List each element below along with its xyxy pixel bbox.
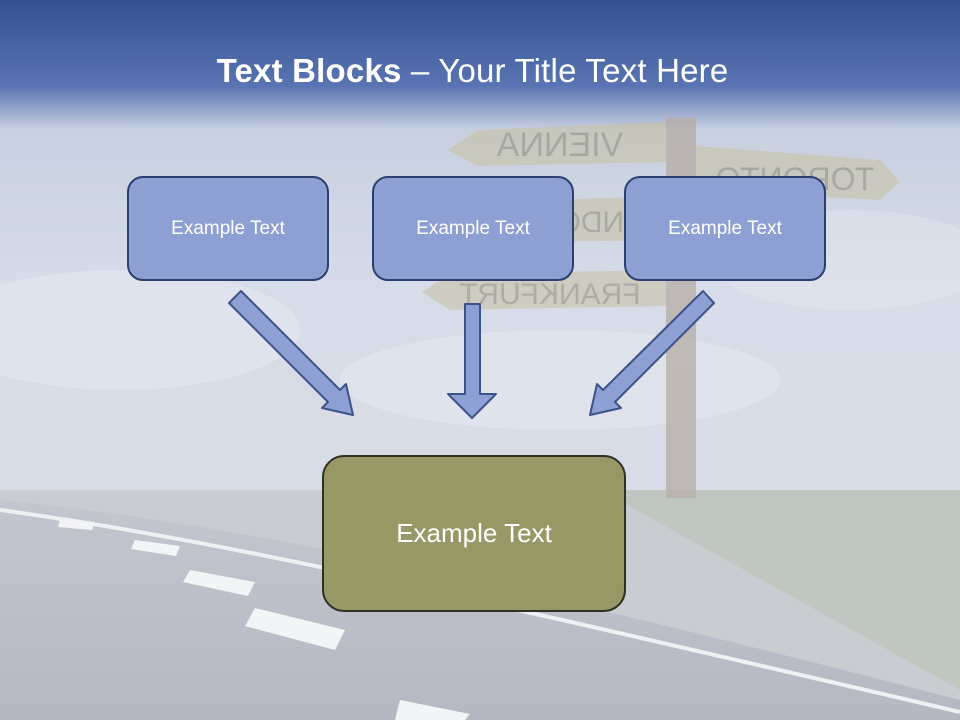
title-separator: – xyxy=(401,52,439,89)
text-block-2: Example Text xyxy=(372,176,574,281)
text-block-2-label: Example Text xyxy=(416,217,530,239)
text-block-1: Example Text xyxy=(127,176,329,281)
text-block-3-label: Example Text xyxy=(668,217,782,239)
page-title: Text Blocks – Your Title Text Here xyxy=(0,52,945,90)
text-block-result: Example Text xyxy=(322,455,626,612)
title-bold: Text Blocks xyxy=(216,52,402,89)
text-block-3: Example Text xyxy=(624,176,826,281)
arrow-center xyxy=(447,303,497,419)
text-block-1-label: Example Text xyxy=(171,217,285,239)
title-rest: Your Title Text Here xyxy=(438,52,729,89)
arrow-left xyxy=(228,290,354,416)
svg-text:FRANKFURT: FRANKFURT xyxy=(459,278,640,311)
text-block-result-label: Example Text xyxy=(396,518,552,548)
svg-text:VIENNA: VIENNA xyxy=(496,126,623,164)
arrow-right xyxy=(589,290,715,416)
